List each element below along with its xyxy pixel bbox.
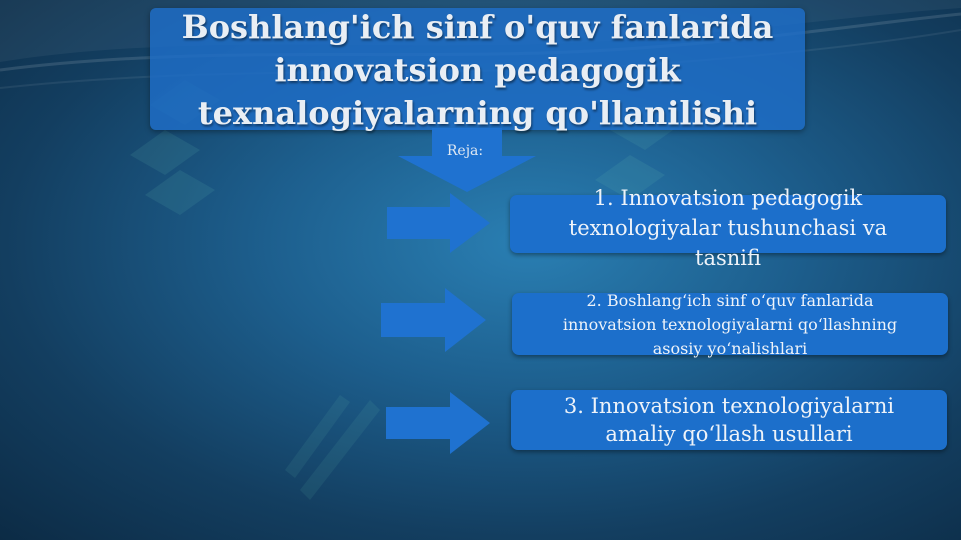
plan-item-line: amaliy qo‘llash usullari xyxy=(605,422,853,446)
plan-item-line: 3. Innovatsion texnologiyalarni xyxy=(563,394,895,418)
right-arrow-icon xyxy=(381,288,486,352)
right-arrow-icon xyxy=(387,193,490,253)
down-arrow-icon xyxy=(398,128,536,192)
plan-item-line: innovatsion texnologiyalarni qo‘llashnin… xyxy=(562,315,898,334)
plan-item-1: 1. Innovatsion pedagogik texnologiyalar … xyxy=(510,186,946,270)
plan-item-3: 3. Innovatsion texnologiyalarni amaliy q… xyxy=(511,390,947,450)
plan-item-line: asosiy yo‘nalishlari xyxy=(652,339,808,358)
title-box xyxy=(150,8,805,130)
right-arrow-icon xyxy=(386,392,490,454)
plan-item-line: 1. Innovatsion pedagogik xyxy=(593,186,863,210)
title-line: Boshlang'ich sinf o'quv fanlarida xyxy=(181,8,774,46)
title-line: innovatsion pedagogik xyxy=(274,51,681,89)
watermark-logo xyxy=(285,395,380,500)
plan-item-2: 2. Boshlang‘ich sinf o‘quv fanlarida inn… xyxy=(512,291,948,358)
plan-label: Reja: xyxy=(446,143,484,159)
plan-item-line: 2. Boshlang‘ich sinf o‘quv fanlarida xyxy=(586,291,874,310)
plan-item-line: texnologiyalar tushunchasi va xyxy=(568,216,888,240)
plan-item-line: tasnifi xyxy=(695,246,761,270)
title-line: texnalogiyalarning qo'llanilishi xyxy=(197,94,758,132)
slide-title: Boshlang'ich sinf o'quv fanlarida innova… xyxy=(150,6,805,135)
